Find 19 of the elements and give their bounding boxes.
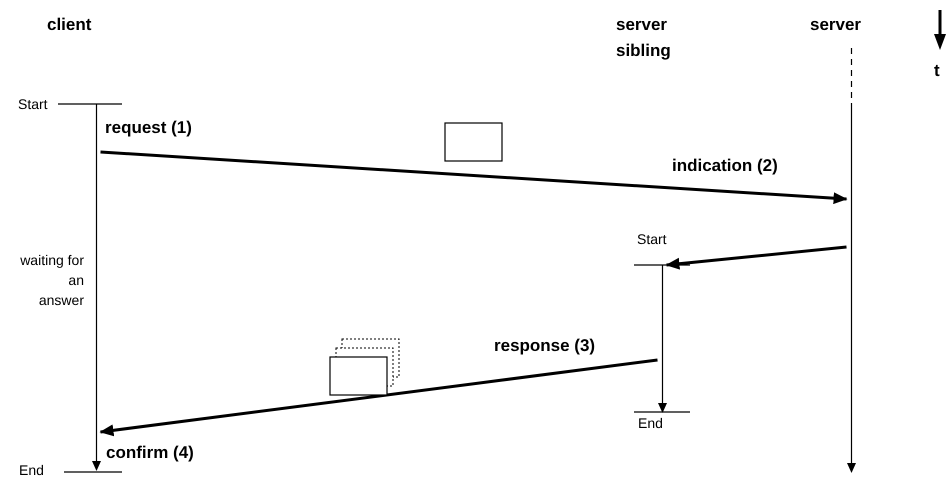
start-label: Start [18, 95, 48, 114]
end-label: End [638, 414, 663, 433]
lifeline [92, 104, 100, 471]
message-arrow [100, 358, 658, 436]
end-label: End [19, 461, 44, 480]
lifeline-heading: client [47, 14, 92, 36]
message-arrow [100, 150, 848, 204]
lifeline-heading: server sibling [616, 14, 672, 62]
start-label: Start [637, 230, 667, 249]
message-label: confirm (4) [106, 443, 194, 463]
state-note: waiting for an answer [20, 251, 84, 310]
message-arrow [666, 246, 847, 270]
message-label: indication (2) [672, 156, 778, 176]
message-label: response (3) [494, 336, 596, 356]
time-label: t [934, 60, 940, 82]
lifeline [846, 48, 856, 473]
message-label: request (1) [105, 118, 192, 138]
lifeline-heading: server [810, 14, 862, 36]
lifeline [658, 265, 666, 413]
